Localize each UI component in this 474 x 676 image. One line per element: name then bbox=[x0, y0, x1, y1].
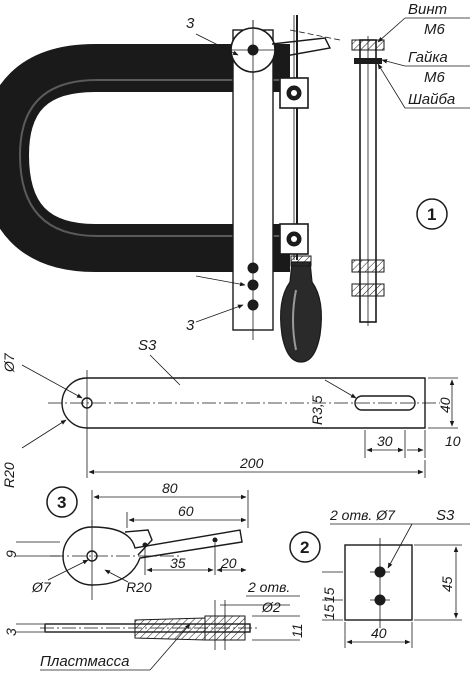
block-dim-15b: 15 bbox=[321, 604, 337, 620]
clamp-dim-11: 11 bbox=[289, 623, 305, 638]
plate-hole-dia: Ø7 bbox=[1, 352, 17, 373]
view-3-number: 3 bbox=[57, 493, 66, 512]
tension-arm bbox=[271, 37, 332, 59]
u-frame bbox=[0, 44, 290, 272]
plate-dim-height: 40 bbox=[437, 397, 453, 413]
block-thickness: S3 bbox=[436, 507, 455, 524]
callout-top-3: 3 bbox=[186, 15, 195, 32]
assembly-view: 3 2 3 1 bbox=[0, 15, 448, 363]
clamp-material: Пластмасса bbox=[40, 653, 129, 670]
plate-slot-radius: R3,5 bbox=[309, 395, 325, 425]
plate-detail: S3 Ø7 R20 R3,5 40 30 10 200 bbox=[1, 337, 461, 488]
plate-thickness: S3 bbox=[138, 337, 157, 354]
block-dim-width: 40 bbox=[371, 625, 387, 641]
plate-dim-length: 200 bbox=[239, 455, 264, 471]
clamp-holes-note: 2 отв. bbox=[247, 579, 290, 595]
view-1-number: 1 bbox=[427, 205, 436, 224]
clamp-radius: R20 bbox=[126, 579, 152, 595]
callout-low-3: 3 bbox=[186, 317, 195, 334]
label-nut: Гайка bbox=[408, 49, 448, 66]
u-frame-highlight bbox=[18, 79, 290, 237]
plate-radius-end: R20 bbox=[1, 462, 17, 488]
clamp-dim-total: 80 bbox=[162, 480, 178, 496]
side-view: Винт М6 Гайка М6 Шайба bbox=[351, 1, 470, 326]
clamp-detail: 3 80 60 35 20 9 Ø7 R20 bbox=[3, 480, 305, 671]
block-detail: 2 2 отв. Ø7 S3 15 15 45 40 bbox=[289, 507, 470, 648]
label-screw-size: М6 bbox=[424, 21, 445, 38]
block-outline bbox=[344, 544, 413, 621]
clamp-dim-a: 35 bbox=[170, 555, 186, 571]
plate-dim-offset: 10 bbox=[445, 433, 461, 449]
plate-dim-slot: 30 bbox=[377, 433, 393, 449]
label-washer: Шайба bbox=[408, 91, 455, 108]
view-1-circle bbox=[416, 198, 448, 230]
handle bbox=[280, 261, 322, 363]
block-dim-height: 45 bbox=[439, 576, 455, 592]
view-2-circle bbox=[289, 531, 321, 563]
label-screw: Винт bbox=[408, 1, 447, 18]
clamp-hole-dia: Ø7 bbox=[31, 579, 52, 595]
view-3-circle bbox=[46, 486, 78, 518]
block-holes-note: 2 отв. Ø7 bbox=[329, 507, 396, 523]
clamp-thickness: 3 bbox=[3, 628, 19, 636]
clamp-dim-b: 20 bbox=[220, 555, 237, 571]
clamp-dim-height: 9 bbox=[3, 550, 19, 558]
block-dim-15a: 15 bbox=[321, 587, 337, 603]
clamp-small-dia: Ø2 bbox=[261, 599, 281, 615]
clamp-dim-mid: 60 bbox=[178, 503, 194, 519]
callout-mid-2: 2 bbox=[185, 258, 195, 275]
label-nut-size: М6 bbox=[424, 69, 445, 86]
view-2-number: 2 bbox=[300, 538, 309, 557]
plate-slot bbox=[354, 395, 416, 411]
